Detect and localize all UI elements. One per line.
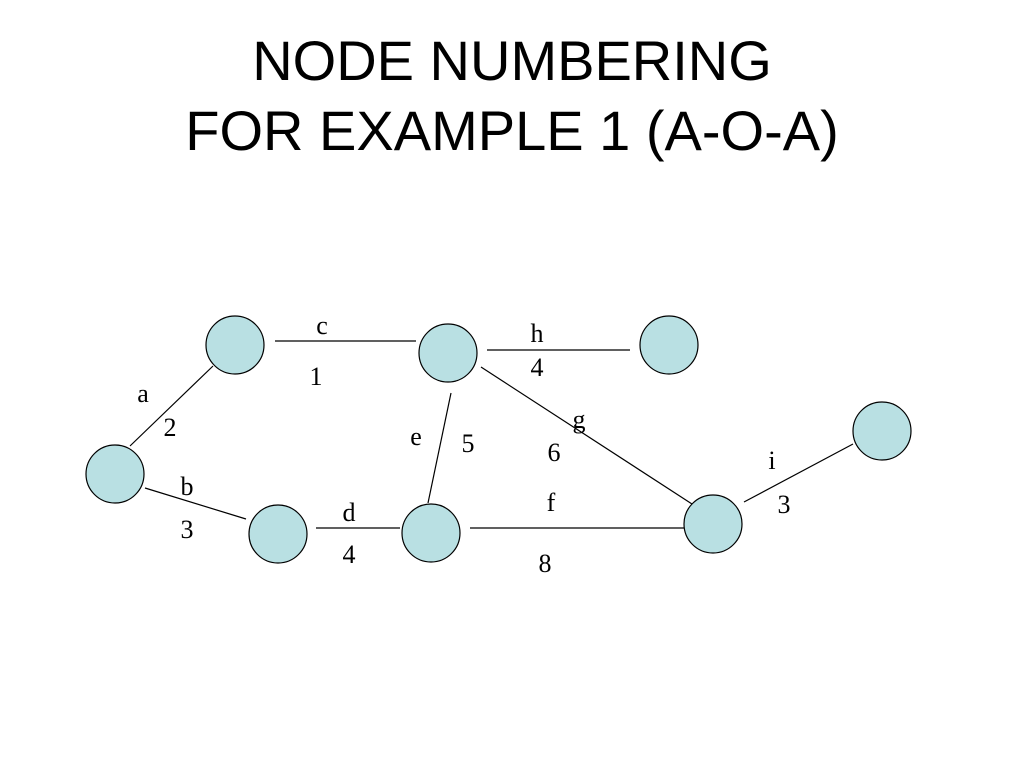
node-circle [639, 315, 699, 375]
title-line-1: NODE NUMBERING [252, 29, 772, 92]
edge-i-line [743, 443, 854, 503]
node-circle [683, 494, 743, 554]
edge-h-activity-label: h [531, 319, 544, 348]
edge-i-duration-label: 3 [778, 490, 791, 519]
edge-f-activity-label: f [547, 488, 556, 517]
edge-d-duration-label: 4 [343, 540, 356, 569]
node-circle [85, 444, 145, 504]
edge-e-line [427, 392, 452, 504]
title-line-2: FOR EXAMPLE 1 (A-O-A) [185, 99, 839, 162]
nodes [85, 315, 912, 564]
edge-g-activity-label: g [573, 405, 586, 434]
slide-title: NODE NUMBERING FOR EXAMPLE 1 (A-O-A) [0, 26, 1024, 166]
edge-c-duration-label: 1 [310, 362, 323, 391]
node-circle [401, 503, 461, 563]
edge-labels: a 2 b 3 c 1 d 4 e 5 f 8 g 6 h 4 i 3 [137, 311, 790, 578]
edge-e-duration-label: 5 [462, 429, 475, 458]
edge-d-activity-label: d [343, 498, 356, 527]
edge-i-activity-label: i [768, 446, 775, 475]
edge-b-duration-label: 3 [181, 515, 194, 544]
edge-lines [129, 340, 854, 529]
edge-g-line [480, 366, 693, 505]
edge-h-duration-label: 4 [531, 353, 544, 382]
edge-f-duration-label: 8 [539, 549, 552, 578]
edge-a-activity-label: a [137, 379, 149, 408]
edge-c-activity-label: c [316, 311, 328, 340]
edge-b-line [144, 487, 247, 520]
edge-b-activity-label: b [181, 472, 194, 501]
node-circle [418, 323, 478, 383]
node-circle [852, 401, 912, 461]
node-circle [205, 315, 265, 375]
edge-g-duration-label: 6 [548, 438, 561, 467]
node-circle [248, 504, 308, 564]
edge-a-duration-label: 2 [164, 413, 177, 442]
edge-e-activity-label: e [410, 422, 422, 451]
edge-a-line [129, 365, 214, 447]
